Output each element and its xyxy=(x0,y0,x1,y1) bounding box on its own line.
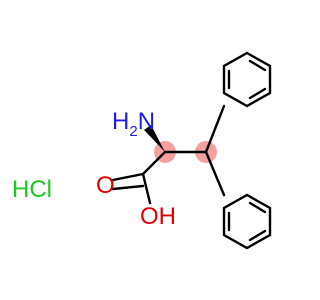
bond-beta-to-upper-ring xyxy=(204,104,226,154)
bond-carboxyl-to-hydroxyl xyxy=(141,172,152,205)
hydrochloride-label: HCl xyxy=(12,176,52,203)
amine-label: H2N xyxy=(112,108,155,140)
carbonyl-double-bond-a xyxy=(111,172,145,182)
carbonyl-double-bond-b xyxy=(111,184,145,191)
phenyl-ring-lower xyxy=(222,193,272,250)
hydroxyl-label: OH xyxy=(140,203,176,230)
wedge-bond-amine xyxy=(144,125,165,152)
bond-alpha-to-carboxyl xyxy=(141,150,167,176)
bond-beta-to-lower-ring xyxy=(204,150,226,197)
structure-diagram: H2N O OH HCl xyxy=(12,51,272,250)
phenyl-ring-upper xyxy=(222,51,272,108)
carbonyl-oxygen-label: O xyxy=(96,172,115,199)
